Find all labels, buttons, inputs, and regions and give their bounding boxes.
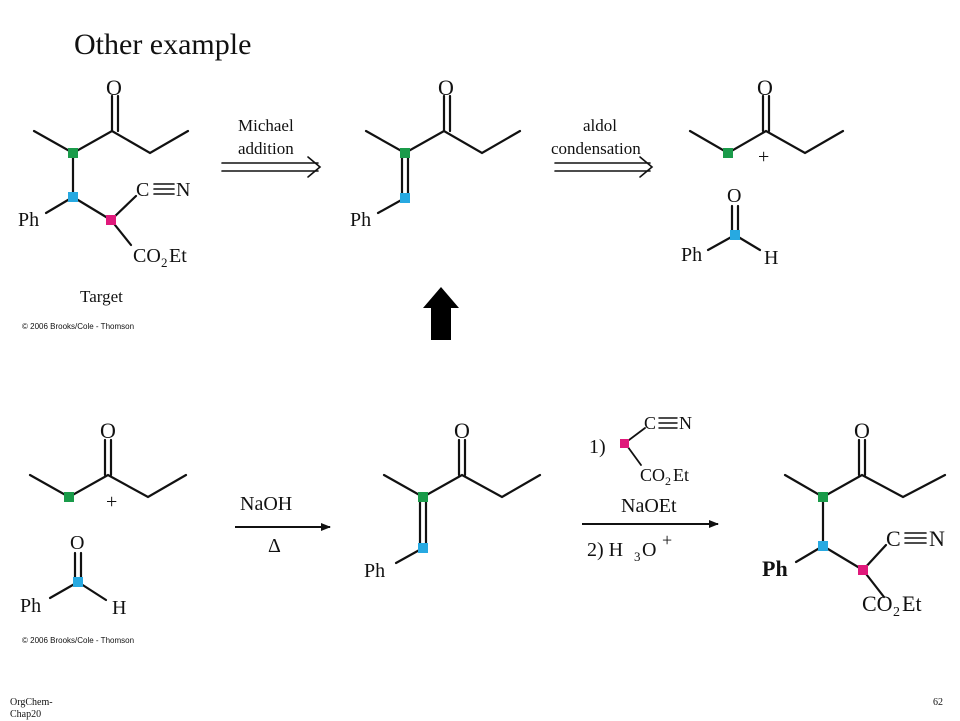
enone-intermediate: O Ph <box>350 75 522 231</box>
blue-marker <box>73 577 83 587</box>
reagent-naoet: NaOEt <box>621 495 677 517</box>
up-arrow-icon <box>423 287 459 340</box>
addition-label: addition <box>238 139 294 158</box>
green-marker <box>418 492 428 502</box>
footer-chapter: OrgChem- Chap20 <box>10 697 90 721</box>
step1-label: 1) <box>589 436 606 458</box>
atom-O: O <box>757 75 773 100</box>
atom-Ph: Ph <box>681 244 702 266</box>
plus-sign: + <box>106 491 117 513</box>
blue-marker <box>730 230 740 240</box>
ester-Et: Et <box>169 245 187 267</box>
atom-O: O <box>727 185 741 207</box>
green-marker <box>68 148 78 158</box>
magenta-marker <box>858 565 868 575</box>
atom-O: O <box>106 75 122 100</box>
ketone-bottom: O + <box>28 418 188 513</box>
atom-H: H <box>764 247 778 269</box>
atom-O: O <box>854 418 870 443</box>
benzaldehyde-bottom: O Ph H © 2006 Brooks/Cole - Thomson <box>20 532 134 645</box>
atom-O: O <box>438 75 454 100</box>
ester-subscript: 2 <box>893 605 900 620</box>
atom-O: O <box>100 418 116 443</box>
blue-marker <box>818 541 828 551</box>
reagent-naoh: NaOH <box>240 493 292 515</box>
atom-O: O <box>454 418 470 443</box>
atom-O: O <box>70 532 84 554</box>
slide-title: Other example <box>74 28 252 61</box>
step2-subscript: 3 <box>634 549 641 564</box>
michael-label: Michael <box>238 116 294 135</box>
ester-subscript: 2 <box>665 474 671 488</box>
atom-Ph: Ph <box>20 595 41 617</box>
step2-superscript: + <box>662 530 672 550</box>
retro-arrow-michael: Michael addition <box>221 116 322 178</box>
atom-N: N <box>929 526 945 551</box>
atom-Ph: Ph <box>18 209 39 231</box>
atom-C: C <box>136 179 149 201</box>
atom-C: C <box>886 526 901 551</box>
ketone-top: O + <box>688 75 845 168</box>
green-marker <box>64 492 74 502</box>
forward-arrow-two-step: 1) C N CO 2 Et NaOEt 2) H 3 O + <box>582 413 719 564</box>
copyright-top: © 2006 Brooks/Cole - Thomson <box>22 322 134 331</box>
plus-sign: + <box>758 146 769 168</box>
target-molecule: O Ph C N CO 2 Et Target © 2006 Brooks/Co… <box>18 75 190 331</box>
enone-bottom: O Ph <box>364 418 542 582</box>
atom-H: H <box>112 597 126 619</box>
copyright-bottom: © 2006 Brooks/Cole - Thomson <box>22 636 134 645</box>
ester-CO: CO <box>862 591 893 616</box>
condensation-label: condensation <box>551 139 641 158</box>
retro-arrow-aldol: aldol condensation <box>551 116 654 178</box>
green-marker <box>400 148 410 158</box>
nitrile-C: C <box>644 413 656 433</box>
green-marker <box>818 492 828 502</box>
ester-subscript: 2 <box>161 255 168 270</box>
ester-Et: Et <box>673 465 689 485</box>
blue-marker <box>400 193 410 203</box>
blue-marker <box>418 543 428 553</box>
footer-chapter-text: OrgChem- Chap20 <box>10 697 53 720</box>
blue-marker <box>68 192 78 202</box>
benzaldehyde-top: O Ph H <box>681 185 778 269</box>
atom-Ph: Ph <box>364 560 385 582</box>
target-label: Target <box>80 287 123 306</box>
product-molecule: O Ph C N CO 2 Et <box>762 418 947 620</box>
atom-Ph: Ph <box>350 209 371 231</box>
step2-label: 2) H <box>587 539 623 561</box>
ester-CO: CO <box>640 465 665 485</box>
ester-CO: CO <box>133 245 161 267</box>
magenta-marker <box>620 439 629 448</box>
step2-O: O <box>642 539 656 561</box>
page-number: 62 <box>933 697 943 708</box>
ester-Et: Et <box>902 591 922 616</box>
aldol-label: aldol <box>583 116 617 135</box>
atom-N: N <box>176 179 190 201</box>
forward-arrow-naoh: NaOH Δ <box>235 493 331 557</box>
nitrile-N: N <box>679 413 692 433</box>
reagent-heat: Δ <box>268 535 281 557</box>
green-marker <box>723 148 733 158</box>
atom-Ph: Ph <box>762 556 788 581</box>
magenta-marker <box>106 215 116 225</box>
